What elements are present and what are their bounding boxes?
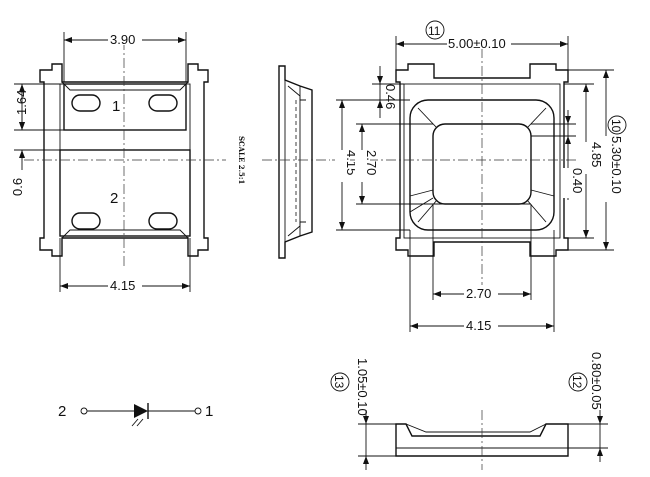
top-view: 1 2 3.90 4.15 1.64 0.6 [10, 31, 226, 293]
facet-right-a [530, 189, 555, 197]
facet-bl [417, 199, 438, 223]
cathode-pin-label: 1 [205, 403, 213, 420]
dim-0-6-label: 0.6 [10, 178, 25, 196]
slot-top-right [148, 94, 178, 112]
pad-2-outline [59, 149, 191, 237]
balloon-13-label: 13 [332, 375, 346, 389]
top-view-body-outline [39, 63, 209, 257]
dim-5-00-label: 5.00±0.10 [448, 36, 506, 51]
scale-note: SCALE 2.5:1 [237, 136, 246, 185]
dim-0-6-arrow-bottom [19, 150, 25, 158]
dim-3-90-arrow-right [178, 37, 186, 43]
cathode-terminal [194, 407, 202, 415]
balloon-10-label: 10 [609, 119, 623, 133]
dim-1-64-label: 1.64 [14, 90, 29, 115]
dim-2-70h-arrow-left [433, 291, 441, 297]
side-view-outline [278, 65, 313, 259]
facet-left-b [409, 197, 434, 213]
dim-5-30-arrow-bottom [603, 242, 609, 250]
balloon-13 [330, 372, 350, 392]
slot-bottom-left [71, 212, 101, 230]
dim-2-70v-arrow-bottom [359, 196, 365, 204]
side-view-vertical: SCALE 2.5:1 [237, 65, 330, 259]
side-view-horizontal: 1.05±0.10 13 0.80±0.05 12 [330, 352, 608, 470]
slot-top-left [71, 94, 101, 112]
dim-0-80-arrow-top [597, 416, 603, 424]
dim-4-15v-label-bg [335, 150, 350, 182]
dim-4-15h-arrow-left [410, 323, 418, 329]
dim-4-15-label-bg [108, 277, 142, 291]
dim-4-15h-arrow-right [546, 323, 554, 329]
facet-br [526, 199, 547, 223]
dim-2-70h-arrow-right [523, 291, 531, 297]
balloon-12 [568, 372, 588, 392]
dim-5-00-arrow-left [396, 41, 404, 47]
dim-4-15-label: 4.15 [110, 278, 135, 293]
balloon-12-label: 12 [570, 375, 584, 389]
dim-5-00-label-bg [447, 35, 511, 49]
dim-1-05-arrow-bottom [363, 456, 369, 464]
dim-1-05-label: 1.05±0.10 [355, 358, 370, 416]
facet-tr [526, 107, 547, 129]
dim-0-6-arrow-top [19, 122, 25, 130]
dim-4-15v-arrow-top [339, 100, 345, 108]
balloon-10 [607, 115, 627, 135]
dim-4-85-label-bg [579, 142, 594, 174]
dim-3-90-label-bg [108, 31, 142, 45]
dim-5-30-arrow-top [603, 70, 609, 78]
side-view-notch-top [299, 86, 306, 101]
dim-2-70v-arrow-top [359, 124, 365, 132]
dim-2-70v-label: 2.70 [364, 150, 379, 175]
side-profile-outline [395, 423, 569, 457]
dim-4-85-arrow-top [583, 84, 589, 92]
side-view-notch-bottom [299, 221, 306, 236]
dim-5-00-arrow-right [560, 41, 568, 47]
dim-4-15v-arrow-bottom [339, 222, 345, 230]
dim-5-30-label: 5.30±0.10 [609, 136, 624, 194]
dim-0-40-label: 0.40 [570, 168, 585, 193]
bottom-view: 5.00±0.10 11 0.46 4.15 2.70 5.3 [332, 20, 627, 333]
pad-2-label: 2 [110, 190, 118, 207]
anode-terminal [80, 407, 88, 415]
dim-0-40-arrow-top [565, 116, 571, 124]
dim-2-70h-label: 2.70 [466, 286, 491, 301]
dim-0-40-label-bg [561, 168, 576, 198]
dim-0-80-label: 0.80±0.05 [589, 352, 604, 410]
dim-3-90-arrow-left [64, 37, 72, 43]
dim-0-46-arrow-bottom [377, 100, 383, 108]
pad-1-label: 1 [112, 98, 120, 115]
facet-left-a [409, 189, 434, 197]
dim-4-15h-label: 4.15 [466, 318, 491, 333]
dim-5-30-label-bg [598, 136, 614, 202]
side-view-lens-slope [287, 85, 301, 237]
bottom-bevel [61, 229, 189, 239]
top-bevel [61, 81, 189, 91]
dim-2-70h-label-bg [464, 285, 498, 299]
dim-4-15h-label-bg [464, 317, 498, 331]
dim-1-64-arrow-top [19, 84, 25, 92]
side-profile-lens [405, 423, 547, 433]
balloon-11-label: 11 [428, 24, 441, 38]
led-schematic: 2 1 [58, 403, 213, 427]
dim-4-85-label: 4.85 [589, 142, 604, 167]
dim-2-70v-label-bg [355, 150, 370, 182]
emission-ray-1 [131, 418, 139, 427]
dim-0-46-arrow-top [377, 76, 383, 84]
dim-4-85-arrow-bottom [583, 230, 589, 238]
pad-1-outline [63, 83, 187, 131]
diode-triangle [134, 404, 148, 418]
balloon-11 [425, 20, 445, 40]
anode-pin-label: 2 [58, 403, 66, 420]
slot-bottom-right [148, 212, 178, 230]
dim-0-46-label: 0.46 [383, 84, 398, 109]
dim-3-90-label: 3.90 [110, 32, 135, 47]
dim-1-05-arrow-top [363, 416, 369, 424]
dim-4-15-arrow-right [182, 283, 190, 289]
dim-0-80-arrow-bottom [597, 448, 603, 456]
emission-ray-2 [136, 418, 144, 427]
facet-tl [417, 107, 438, 129]
dim-4-15-arrow-left [60, 283, 68, 289]
dim-0-40-arrow-bottom [565, 136, 571, 144]
